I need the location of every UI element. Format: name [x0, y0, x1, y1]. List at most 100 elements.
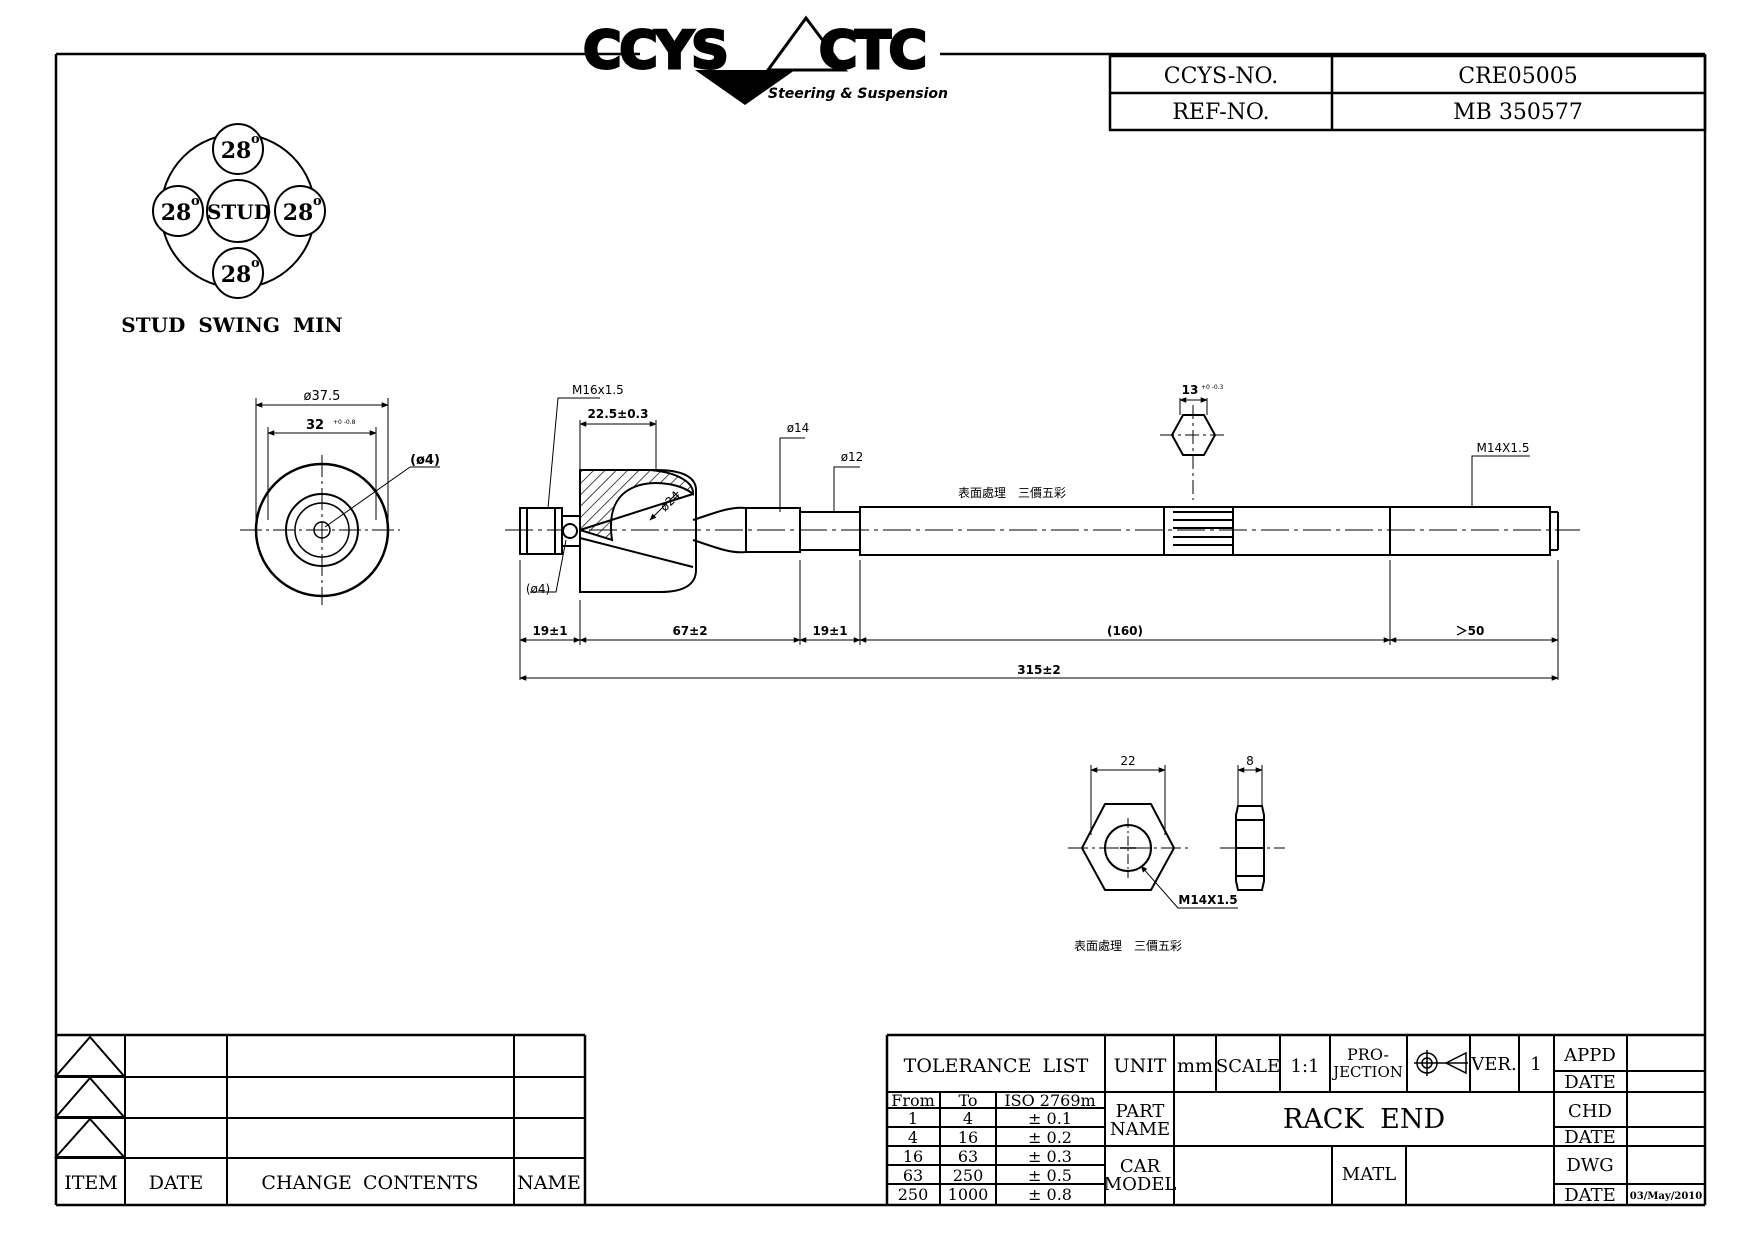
- company-logo: CCYS CTC Steering & Suspension: [582, 15, 948, 105]
- overall-length-dim: 315±2: [1017, 663, 1060, 677]
- end-view-inner-tol: +0 -0.8: [333, 419, 356, 426]
- segment-dim-2: 67±2: [672, 624, 707, 638]
- swing-degree-bottom: o: [251, 256, 260, 271]
- part-name-value: RACK END: [1283, 1104, 1445, 1135]
- ball-dim: ø24: [657, 488, 683, 514]
- tol-value: ± 0.1: [1028, 1109, 1072, 1128]
- approved-date-label: DATE: [1564, 1072, 1616, 1093]
- tol-value: ± 0.5: [1028, 1166, 1072, 1185]
- tol-to: 250: [953, 1166, 984, 1185]
- logo-tagline: Steering & Suspension: [768, 86, 948, 102]
- tol-to: 1000: [948, 1185, 989, 1204]
- logo-triangle-shape: [695, 70, 795, 105]
- tol-value: ± 0.2: [1028, 1128, 1072, 1147]
- segment-dim-3: 19±1: [812, 624, 847, 638]
- part-number-block: CCYS-NO. CRE05005 REF-NO. MB 350577: [1108, 54, 1707, 132]
- rev-header-name: NAME: [517, 1172, 581, 1194]
- ccys-no-label: CCYS-NO.: [1164, 64, 1279, 89]
- version-label: VER.: [1470, 1054, 1516, 1075]
- version-value: 1: [1530, 1054, 1541, 1075]
- scale-label: SCALE: [1216, 1056, 1280, 1077]
- nut-view: 22 8 M14X1.5 表面處理 三價五彩: [1068, 754, 1285, 953]
- tol-to: 16: [958, 1128, 978, 1147]
- end-view-inner-dim: 32: [306, 418, 324, 433]
- ref-no-value: MB 350577: [1453, 100, 1583, 125]
- checked-label: CHD: [1568, 1101, 1612, 1122]
- side-hole-dim: (ø4): [526, 582, 550, 596]
- swing-angle-left: 28: [161, 200, 192, 226]
- spec-block: TOLERANCE LIST From To ISO 2769m 1 4 ± 0…: [885, 1033, 1705, 1206]
- segment-dim-5: ＞50: [1456, 624, 1485, 638]
- tol-value: ± 0.3: [1028, 1147, 1072, 1166]
- end-view-outer-dim: ø37.5: [304, 389, 341, 404]
- stud-swing-caption: STUD SWING MIN: [121, 313, 342, 337]
- swing-degree-top: o: [251, 132, 260, 147]
- end-view: ø37.5 32 +0 -0.8 (ø4): [240, 389, 440, 605]
- part-name-label-2: NAME: [1110, 1119, 1170, 1140]
- car-model-label-1: CAR: [1120, 1156, 1161, 1177]
- nut-thickness-dim: 8: [1246, 754, 1254, 768]
- surface-treatment-note: 表面處理 三價五彩: [958, 486, 1066, 500]
- ccys-no-value: CRE05005: [1458, 64, 1577, 89]
- logo-brand-left: CCYS: [583, 21, 726, 81]
- drawing-border: [54, 52, 1707, 1207]
- tol-header-iso: ISO 2769m: [1004, 1091, 1095, 1110]
- tol-from: 250: [898, 1185, 929, 1204]
- unit-label: UNIT: [1114, 1055, 1167, 1077]
- logo-peak-shape: [765, 15, 848, 72]
- nut-surface-note: 表面處理 三價五彩: [1074, 939, 1182, 953]
- revision-triangle-icon: [53, 1076, 127, 1118]
- rev-header-change: CHANGE CONTENTS: [261, 1172, 478, 1194]
- stud-swing-diagram: STUD 28 o 28 o 28 o 28 o STUD SWING MIN: [121, 123, 343, 337]
- scale-value: 1:1: [1291, 1056, 1320, 1077]
- approved-label: APPD: [1563, 1045, 1616, 1066]
- tol-from: 4: [908, 1128, 918, 1147]
- logo-brand-right: CTC: [819, 21, 925, 81]
- end-view-hole-dim: (ø4): [410, 453, 440, 468]
- shaft-dia-12: ø12: [841, 450, 864, 464]
- nut-width-dim: 22: [1120, 754, 1135, 768]
- rev-header-item: ITEM: [64, 1172, 118, 1194]
- left-thread-label: M16x1.5: [572, 383, 624, 397]
- rev-header-date: DATE: [149, 1172, 203, 1194]
- side-view: ø24 M16x1.5 22.5±0.3 ø14 ø12 (ø4) 表面處理 三…: [505, 383, 1580, 681]
- tol-header-to: To: [958, 1091, 977, 1110]
- drawn-date-label: DATE: [1564, 1185, 1616, 1206]
- hex-width-dim: 13: [1182, 383, 1199, 397]
- revision-triangle-icon: [53, 1035, 127, 1077]
- swing-degree-left: o: [191, 194, 200, 209]
- ref-no-label: REF-NO.: [1172, 100, 1269, 125]
- material-label: MATL: [1342, 1164, 1396, 1185]
- car-model-label-2: MODEL: [1104, 1174, 1177, 1195]
- tol-to: 63: [958, 1147, 978, 1166]
- tol-from: 1: [908, 1109, 918, 1128]
- swing-angle-bottom: 28: [221, 262, 252, 288]
- tol-from: 16: [903, 1147, 923, 1166]
- swing-angle-top: 28: [221, 138, 252, 164]
- segment-dim-1: 19±1: [532, 624, 567, 638]
- tolerance-title: TOLERANCE LIST: [904, 1055, 1089, 1077]
- revision-table: ITEM DATE CHANGE CONTENTS NAME: [53, 1033, 587, 1205]
- drawn-date-value: 03/May/2010: [1630, 1191, 1702, 1202]
- socket-width-dim: 22.5±0.3: [588, 407, 649, 421]
- part-name-label-1: PART: [1116, 1101, 1165, 1122]
- nut-thread-label: M14X1.5: [1178, 893, 1237, 907]
- checked-date-label: DATE: [1564, 1127, 1616, 1148]
- unit-value: mm: [1177, 1055, 1213, 1077]
- tol-header-from: From: [891, 1091, 935, 1110]
- tol-value: ± 0.8: [1028, 1185, 1072, 1204]
- projection-label-2: JECTION: [1331, 1063, 1403, 1081]
- revision-triangle-icon: [53, 1117, 127, 1158]
- right-thread-label: M14X1.5: [1477, 441, 1530, 455]
- hex-width-tol: +0 -0.3: [1201, 384, 1224, 391]
- swing-degree-right: o: [313, 194, 322, 209]
- drawn-label: DWG: [1566, 1155, 1613, 1176]
- stud-label: STUD: [207, 200, 271, 224]
- segment-dim-4: (160): [1107, 624, 1143, 638]
- first-angle-projection-icon: [1414, 1050, 1468, 1076]
- projection-label-1: PRO-: [1347, 1045, 1389, 1064]
- tol-to: 4: [963, 1109, 973, 1128]
- swing-angle-right: 28: [283, 200, 314, 226]
- shaft-dia-14: ø14: [787, 421, 810, 435]
